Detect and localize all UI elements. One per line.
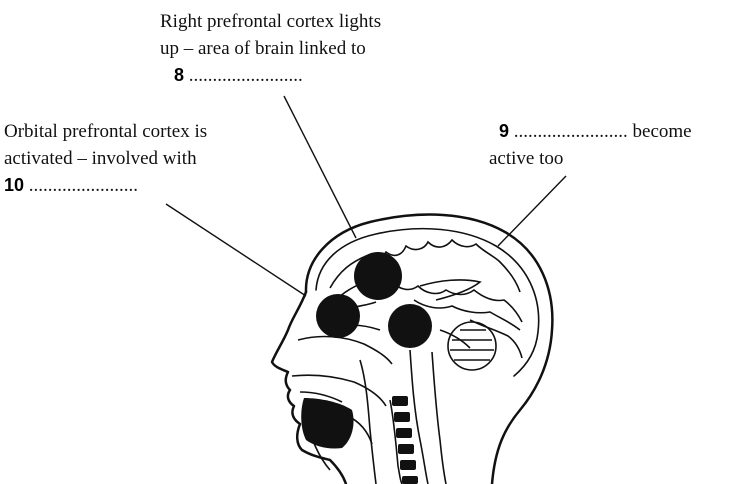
label-9-tail: become xyxy=(632,121,692,142)
skull-outline xyxy=(304,213,554,484)
spot-item9 xyxy=(388,304,432,348)
spinal-column xyxy=(392,396,418,484)
inner-skull xyxy=(315,227,540,377)
label-8-line2: up – area of brain linked to xyxy=(160,38,366,59)
label-orbital-prefrontal: Orbital prefrontal cortex is activated –… xyxy=(4,118,207,199)
question-number-8: 8 xyxy=(174,65,185,85)
answer-blank-9[interactable]: ........................ xyxy=(513,121,628,142)
answer-blank-8[interactable]: ........................ xyxy=(188,65,303,86)
label-10-line2: activated – involved with xyxy=(4,148,197,169)
spot-orbital-prefrontal xyxy=(316,294,360,338)
leader-9 xyxy=(497,175,567,247)
leader-lines xyxy=(165,95,567,297)
label-9-line2: active too xyxy=(489,148,564,169)
leader-8 xyxy=(283,95,357,239)
face-structures xyxy=(291,335,403,484)
label-8-line1: Right prefrontal cortex lights xyxy=(160,11,382,32)
leader-10 xyxy=(165,203,307,297)
question-number-10: 10 xyxy=(4,175,25,195)
mouth-cavity xyxy=(301,398,354,449)
label-item9: 9 ........................ become active… xyxy=(489,118,692,172)
face-profile xyxy=(270,290,348,484)
label-10-line1: Orbital prefrontal cortex is xyxy=(4,121,208,142)
question-number-9: 9 xyxy=(499,121,510,141)
label-right-prefrontal: Right prefrontal cortex lights up – area… xyxy=(160,8,381,89)
answer-blank-10[interactable]: ....................... xyxy=(28,175,139,196)
spot-right-prefrontal xyxy=(354,252,402,300)
